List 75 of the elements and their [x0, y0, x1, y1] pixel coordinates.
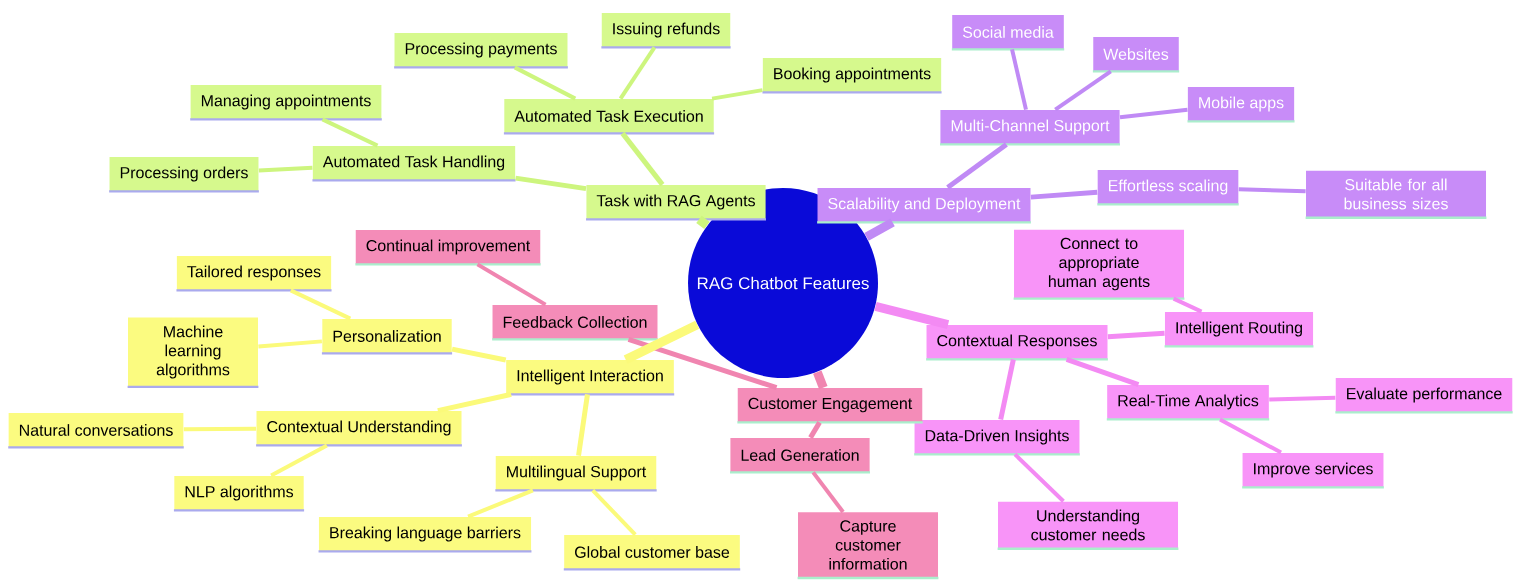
topic-box: Data-Driven Insights — [914, 420, 1080, 456]
branch-line — [576, 394, 590, 456]
branch-line — [1219, 417, 1282, 455]
branch-line — [696, 215, 710, 229]
topic-box: Natural conversations — [8, 413, 184, 449]
branch-line — [1119, 107, 1188, 120]
topic-box: Managing appointments — [190, 85, 382, 121]
branch-line — [513, 65, 577, 101]
branch-line — [808, 421, 822, 439]
topic-box: Mobile apps — [1187, 87, 1295, 123]
branch-line — [270, 443, 328, 478]
branch-line — [451, 346, 507, 363]
branch-line — [864, 218, 895, 241]
branch-line — [1107, 330, 1165, 340]
topic-box: Contextual Understanding — [256, 411, 462, 447]
topic-box: Intelligent Interaction — [505, 360, 675, 396]
branch-line — [620, 131, 665, 187]
topic-box: Issuing refunds — [601, 13, 731, 49]
topic-box: Global customer base — [563, 535, 741, 571]
topic-box: Customer Engagement — [737, 388, 923, 424]
topic-box: Contextual Responses — [926, 325, 1108, 361]
branch-line — [1010, 48, 1028, 111]
branch-line — [711, 88, 763, 101]
branch-line — [258, 339, 323, 349]
branch-line — [437, 391, 512, 414]
topic-box: Processing orders — [109, 157, 259, 193]
branch-line — [321, 117, 379, 148]
branch-line — [998, 358, 1016, 421]
branch-line — [1238, 187, 1306, 194]
topic-box: Improve services — [1242, 453, 1384, 489]
topic-box: Multi-Channel Support — [940, 110, 1120, 146]
branch-line — [515, 175, 587, 192]
branch-line — [874, 301, 950, 329]
branch-line — [289, 288, 352, 321]
topic-box: Suitable for all business sizes — [1305, 170, 1487, 219]
topic-box: Real-Time Analytics — [1106, 385, 1270, 421]
topic-box: Automated Task Handling — [312, 146, 516, 182]
topic-box: Personalization — [321, 319, 453, 355]
topic-box: Capture customer information — [797, 512, 939, 580]
topic-box: Multilingual Support — [495, 456, 657, 492]
topic-box: Lead Generation — [730, 438, 870, 474]
branch-line — [811, 471, 845, 514]
branch-line — [813, 370, 828, 390]
topic-box: NLP algorithms — [173, 476, 305, 512]
branch-line — [623, 320, 700, 364]
topic-box: Automated Task Execution — [503, 99, 715, 135]
branch-line — [1065, 357, 1140, 387]
branch-line — [1013, 452, 1065, 503]
branch-line — [1269, 395, 1336, 402]
topic-box: Understanding customer needs — [997, 501, 1179, 550]
branch-line — [467, 488, 534, 519]
branch-line — [258, 165, 313, 173]
topic-box: Evaluate performance — [1335, 378, 1513, 414]
topic-box: Booking appointments — [762, 58, 942, 94]
branch-line — [946, 142, 1008, 190]
topic-box: Continual improvement — [355, 230, 541, 266]
topic-box: Processing payments — [394, 33, 568, 69]
topic-box: Machine learning algorithms — [127, 317, 259, 389]
topic-box: Task with RAG Agents — [586, 185, 766, 221]
topic-box: Scalability and Deployment — [817, 188, 1031, 224]
topic-box: Websites — [1092, 37, 1180, 73]
topic-box: Feedback Collection — [492, 305, 658, 341]
topic-box: Effortless scaling — [1097, 170, 1239, 206]
topic-box: Connect to appropriate human agents — [1013, 229, 1185, 300]
branch-line — [1172, 296, 1203, 314]
topic-box: Tailored responses — [176, 256, 332, 292]
topic-box: Breaking language barriers — [318, 517, 532, 553]
topic-box: Social media — [951, 15, 1065, 51]
branch-line — [1030, 189, 1098, 200]
branch-line — [591, 489, 637, 536]
branch-line — [618, 46, 657, 100]
branch-line — [183, 426, 257, 432]
topic-box: Intelligent Routing — [1164, 312, 1314, 348]
branch-line — [476, 262, 547, 307]
branch-line — [1054, 69, 1112, 112]
